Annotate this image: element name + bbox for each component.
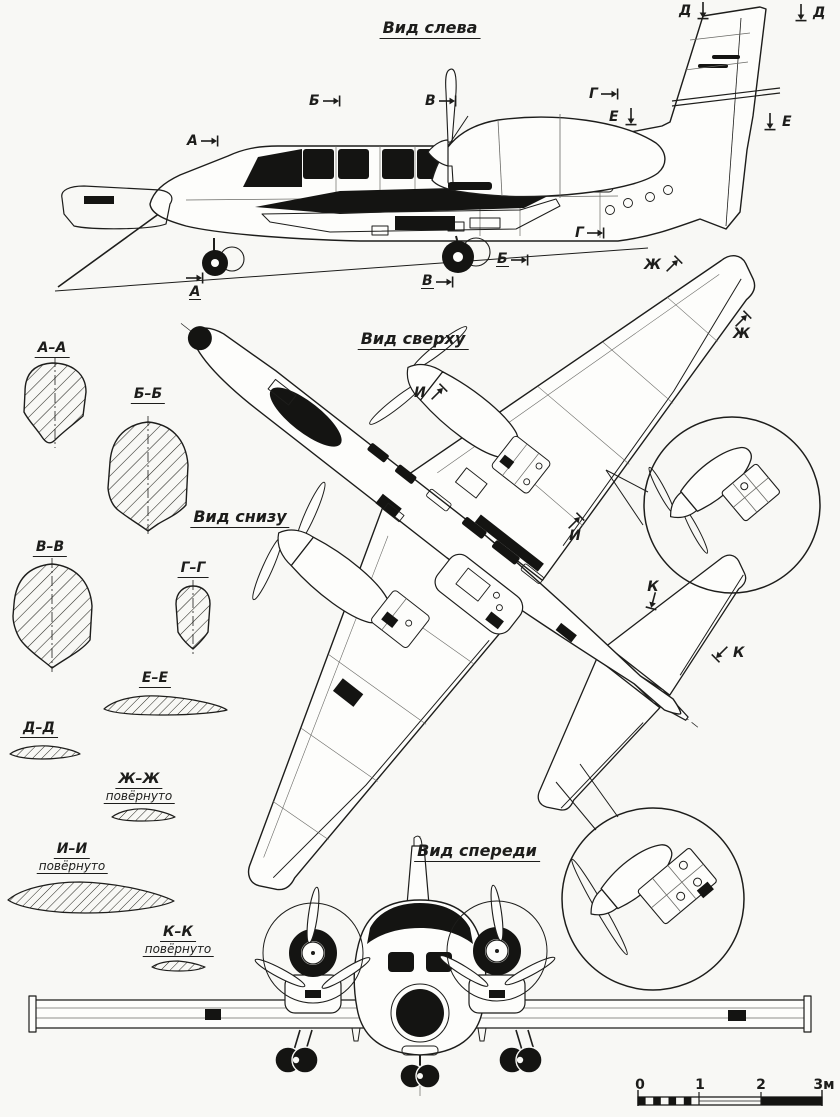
bottom-view-title: Вид снизу (190, 508, 290, 528)
section-note-ii: повёрнуто (36, 859, 108, 874)
cross-sections-drawing (7, 357, 228, 972)
marker-zh-inner: Ж (730, 309, 752, 341)
section-note-zhzh: повёрнуто (103, 789, 175, 804)
section-note-kk: повёрнуто (142, 942, 214, 957)
section-label-kk: К–К (160, 925, 196, 942)
side-view-drawing (54, 6, 781, 292)
section-label-ee: Е–Е (138, 671, 172, 688)
marker-a-top: А (186, 134, 219, 148)
side-view-title: Вид слева (379, 19, 481, 39)
scale-tick-0: 0 (635, 1077, 645, 1093)
marker-b-bottom: Б (496, 252, 529, 267)
marker-v-top: В (424, 94, 457, 108)
marker-k-lower: К (710, 641, 745, 664)
scale-tick-1: 1 (695, 1077, 705, 1093)
marker-v-bottom: В (421, 274, 454, 289)
top-view-title: Вид сверху (357, 330, 469, 350)
marker-i-tail: И (563, 511, 586, 543)
plan-view-drawing (180, 255, 756, 891)
scale-tick-2: 2 (756, 1077, 766, 1093)
scale-bar (637, 1090, 823, 1106)
marker-i-root: И (413, 382, 448, 405)
front-view-title: Вид спереди (414, 842, 540, 862)
scale-tick-3m: 3м (813, 1077, 835, 1093)
marker-g-bottom: Г (574, 226, 605, 240)
marker-e-right: Е (761, 112, 793, 131)
marker-a-bottom: А (185, 271, 204, 300)
front-view-drawing (28, 835, 812, 1096)
marker-e-left: Е (608, 107, 640, 126)
section-label-vv: В–В (32, 540, 68, 557)
section-label-gg: Г–Г (177, 561, 209, 578)
section-label-dd: Д–Д (20, 721, 58, 738)
marker-d-right: Д (792, 3, 826, 22)
marker-g-top: Г (588, 87, 619, 101)
section-label-bb: Б–Б (130, 387, 166, 404)
marker-zh-outer: Ж (643, 254, 684, 277)
marker-k-upper: К (644, 580, 662, 611)
section-label-zhzh: Ж–Ж (115, 772, 163, 789)
section-label-ii: И–И (53, 842, 91, 859)
marker-d-left: Д (678, 1, 712, 20)
marker-b-top: Б (308, 94, 341, 108)
section-label-aa: А–А (34, 341, 70, 358)
engine-detail-callouts (555, 416, 821, 991)
